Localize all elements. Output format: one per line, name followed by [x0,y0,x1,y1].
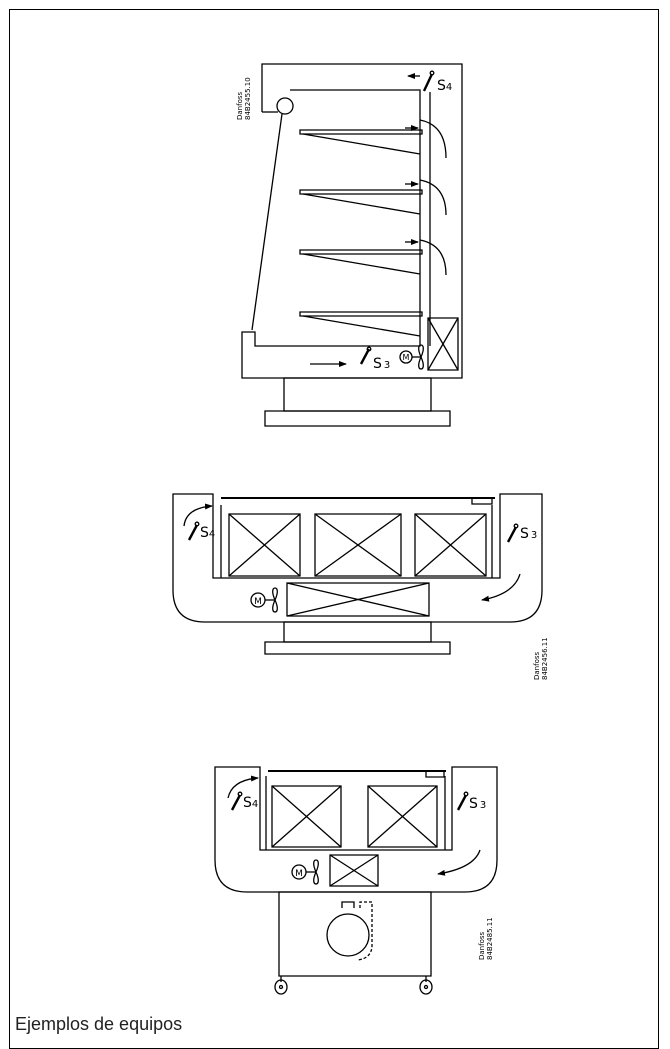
airflow-arrows-3 [228,775,480,876]
motor-label-2: M [254,597,262,607]
code-number-3: 84B2485.11 [486,917,494,960]
cover-edge-3 [426,771,444,777]
sensor-s3-tip [367,347,371,351]
lower-evaporator-3 [330,855,378,886]
lower-evaporator [287,583,429,616]
evaporator-pair [272,786,437,847]
motor-label: M [403,353,410,362]
outer-tub-3 [215,767,497,892]
airflow-arrows-2 [184,503,520,602]
sensor-s4-tip [430,71,434,75]
sensor-s3-probe-3 [458,795,466,810]
island-foot [265,642,450,654]
code-number-1: 84B2455.10 [244,77,252,120]
code-brand-3: Danfoss [478,931,486,960]
evaporator-box [428,318,458,370]
sensor-s3-probe-2 [508,527,516,542]
cabinet-foot [265,411,450,426]
cover-edge [472,498,492,504]
sensor-s4-label-2: S4 [200,525,215,541]
code-number-2: 84B2456.11 [541,637,549,680]
sensor-s4-probe-2 [189,525,197,540]
compressor [327,902,372,960]
sensor-s3-probe [361,349,369,364]
light-roller [277,98,293,114]
code-brand-2: Danfoss [533,651,541,680]
island-cabinet-diagram [173,494,542,654]
cabinet-outline [242,64,462,378]
island-base [284,622,431,642]
evaporator-row [229,514,486,576]
sensor-s4-probe [424,74,432,91]
cabinet-base [284,378,431,411]
sensor-s4-probe-3 [232,795,240,810]
multideck-cabinet-diagram [242,64,462,426]
figure-caption: Ejemplos de equipos [15,1014,183,1034]
shelves [300,130,422,336]
mobile-base [279,892,431,976]
mobile-cabinet-diagram [215,767,497,994]
airflow-arrows [310,73,446,367]
front-glass [252,114,282,330]
outer-tub [173,494,542,622]
sensor-s4-label-3: S4 [243,795,258,811]
code-brand-1: Danfoss [236,91,244,120]
wheels [275,976,432,994]
sensor-s4-label: S4 [437,78,452,94]
motor-label-3: M [295,869,303,879]
